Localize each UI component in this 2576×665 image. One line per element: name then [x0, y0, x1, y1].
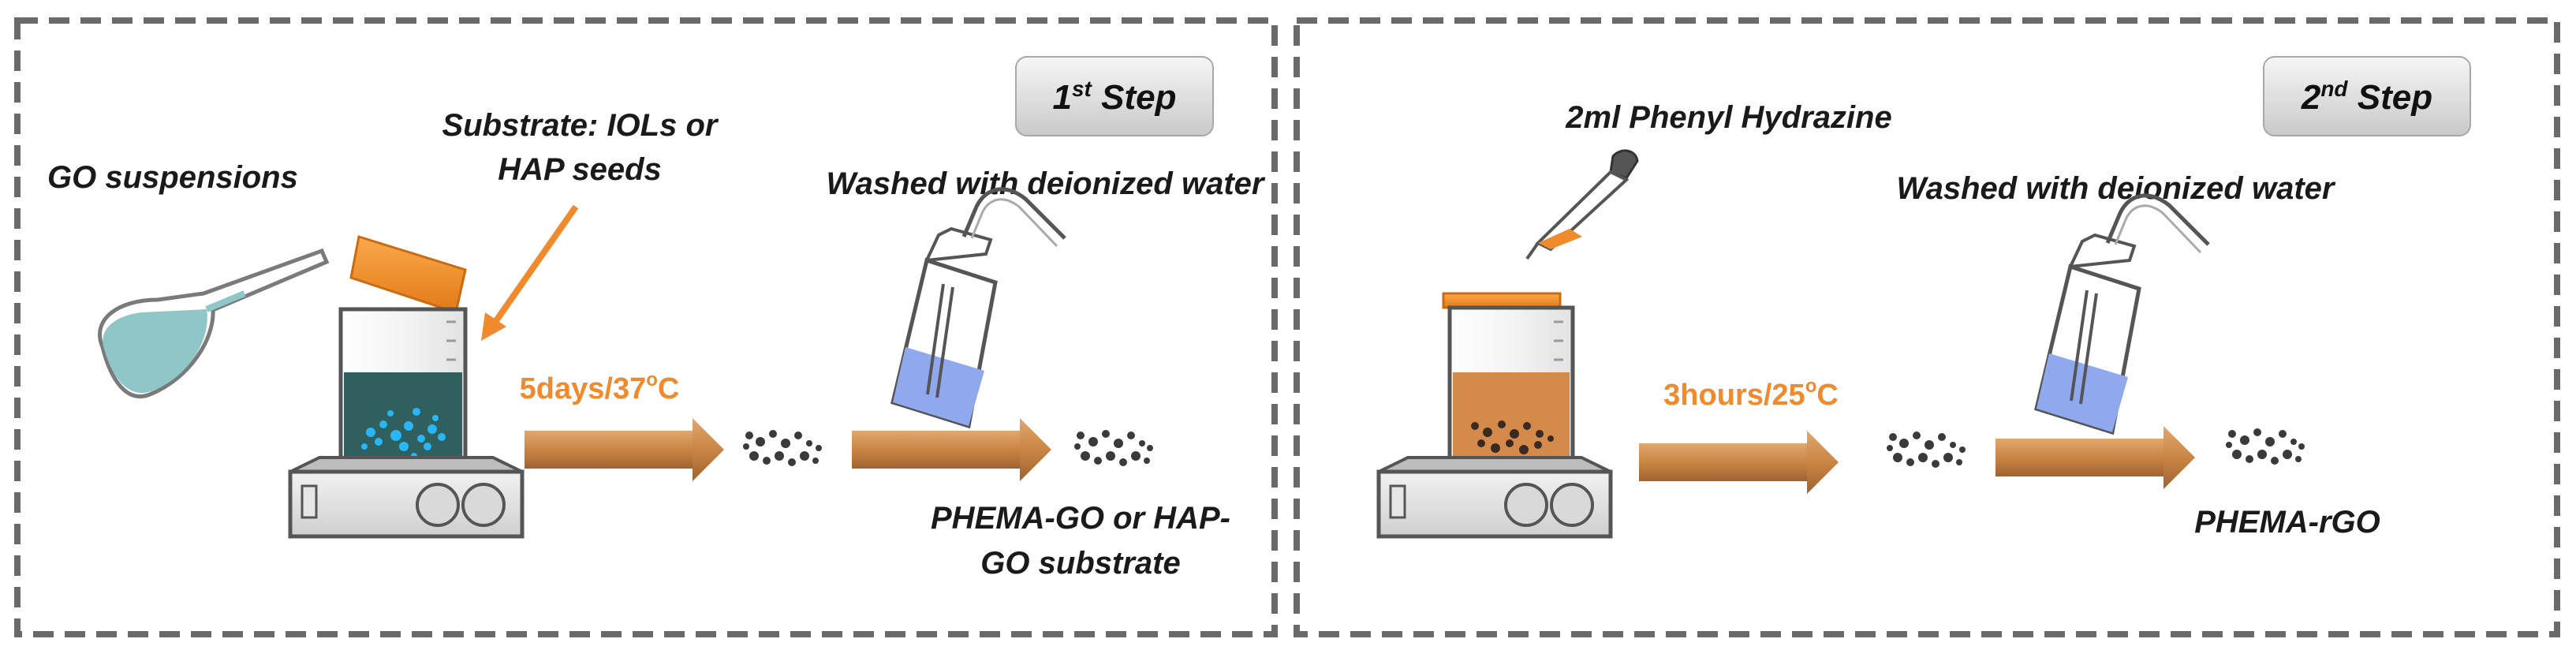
step-1-number: 1	[1053, 78, 1072, 117]
panel-2-border	[1294, 17, 2560, 637]
process-arrow-2	[852, 418, 1051, 481]
step-2-suffix: nd	[2320, 77, 2348, 101]
svg-text:1st Step: 1st Step	[1053, 77, 1177, 117]
label-substrate-line2: HAP seeds	[498, 152, 662, 187]
step-1-badge: 1st Step	[1015, 56, 1214, 136]
substrate-pointer-arrow	[481, 204, 579, 341]
label-washed-2: Washed with deionized water	[1897, 171, 2336, 206]
hotplate-2-icon	[1376, 456, 1613, 539]
hotplate-1-icon	[288, 456, 525, 539]
particles-1-icon	[743, 430, 822, 466]
label-product-1-line1: PHEMA-GO or HAP-	[931, 501, 1230, 536]
wash-bottle-1-icon	[890, 187, 1066, 429]
svg-text:2nd Step: 2nd Step	[2301, 77, 2432, 117]
wash-bottle-2-icon	[2034, 193, 2210, 435]
panel-step-2: 2nd Step 2ml Phenyl Hydrazine Washed wit…	[1294, 17, 2560, 637]
step-2-badge: 2nd Step	[2263, 56, 2471, 136]
particles-2-icon	[1074, 430, 1153, 466]
volumetric-flask-icon	[98, 248, 330, 398]
beaker-1-icon	[338, 307, 468, 468]
label-reagent: 2ml Phenyl Hydrazine	[1565, 100, 1891, 135]
beaker-2-icon	[1442, 292, 1575, 466]
process-arrow-1	[525, 418, 724, 481]
step-1-word: Step	[1101, 78, 1176, 117]
label-substrate-line1: Substrate: IOLs or	[442, 108, 719, 143]
particles-3-icon	[1887, 432, 1966, 468]
label-product-2: PHEMA-rGO	[2194, 505, 2380, 540]
label-washed-1: Washed with deionized water	[827, 166, 1266, 201]
label-go-suspensions: GO suspensions	[47, 160, 298, 195]
step-1-suffix: st	[1072, 77, 1093, 101]
label-condition-2: 3hours/25oC	[1663, 375, 1839, 412]
process-arrow-4	[1995, 426, 2195, 489]
dark-particles-in-beaker	[1471, 420, 1554, 454]
panel-1-border	[14, 17, 1278, 637]
step-2-number: 2	[2301, 78, 2321, 117]
label-product-1-line2: GO substrate	[980, 546, 1180, 581]
panel-step-1: 1st Step GO suspensions Substrate: IOLs …	[14, 17, 1278, 637]
substrate-piece-icon	[349, 235, 467, 314]
label-condition-1: 5days/37oC	[520, 369, 680, 405]
process-arrow-3	[1639, 431, 1839, 494]
step-2-word: Step	[2358, 78, 2432, 117]
dropper-icon	[1525, 149, 1639, 260]
particles-4-icon	[2226, 428, 2305, 465]
